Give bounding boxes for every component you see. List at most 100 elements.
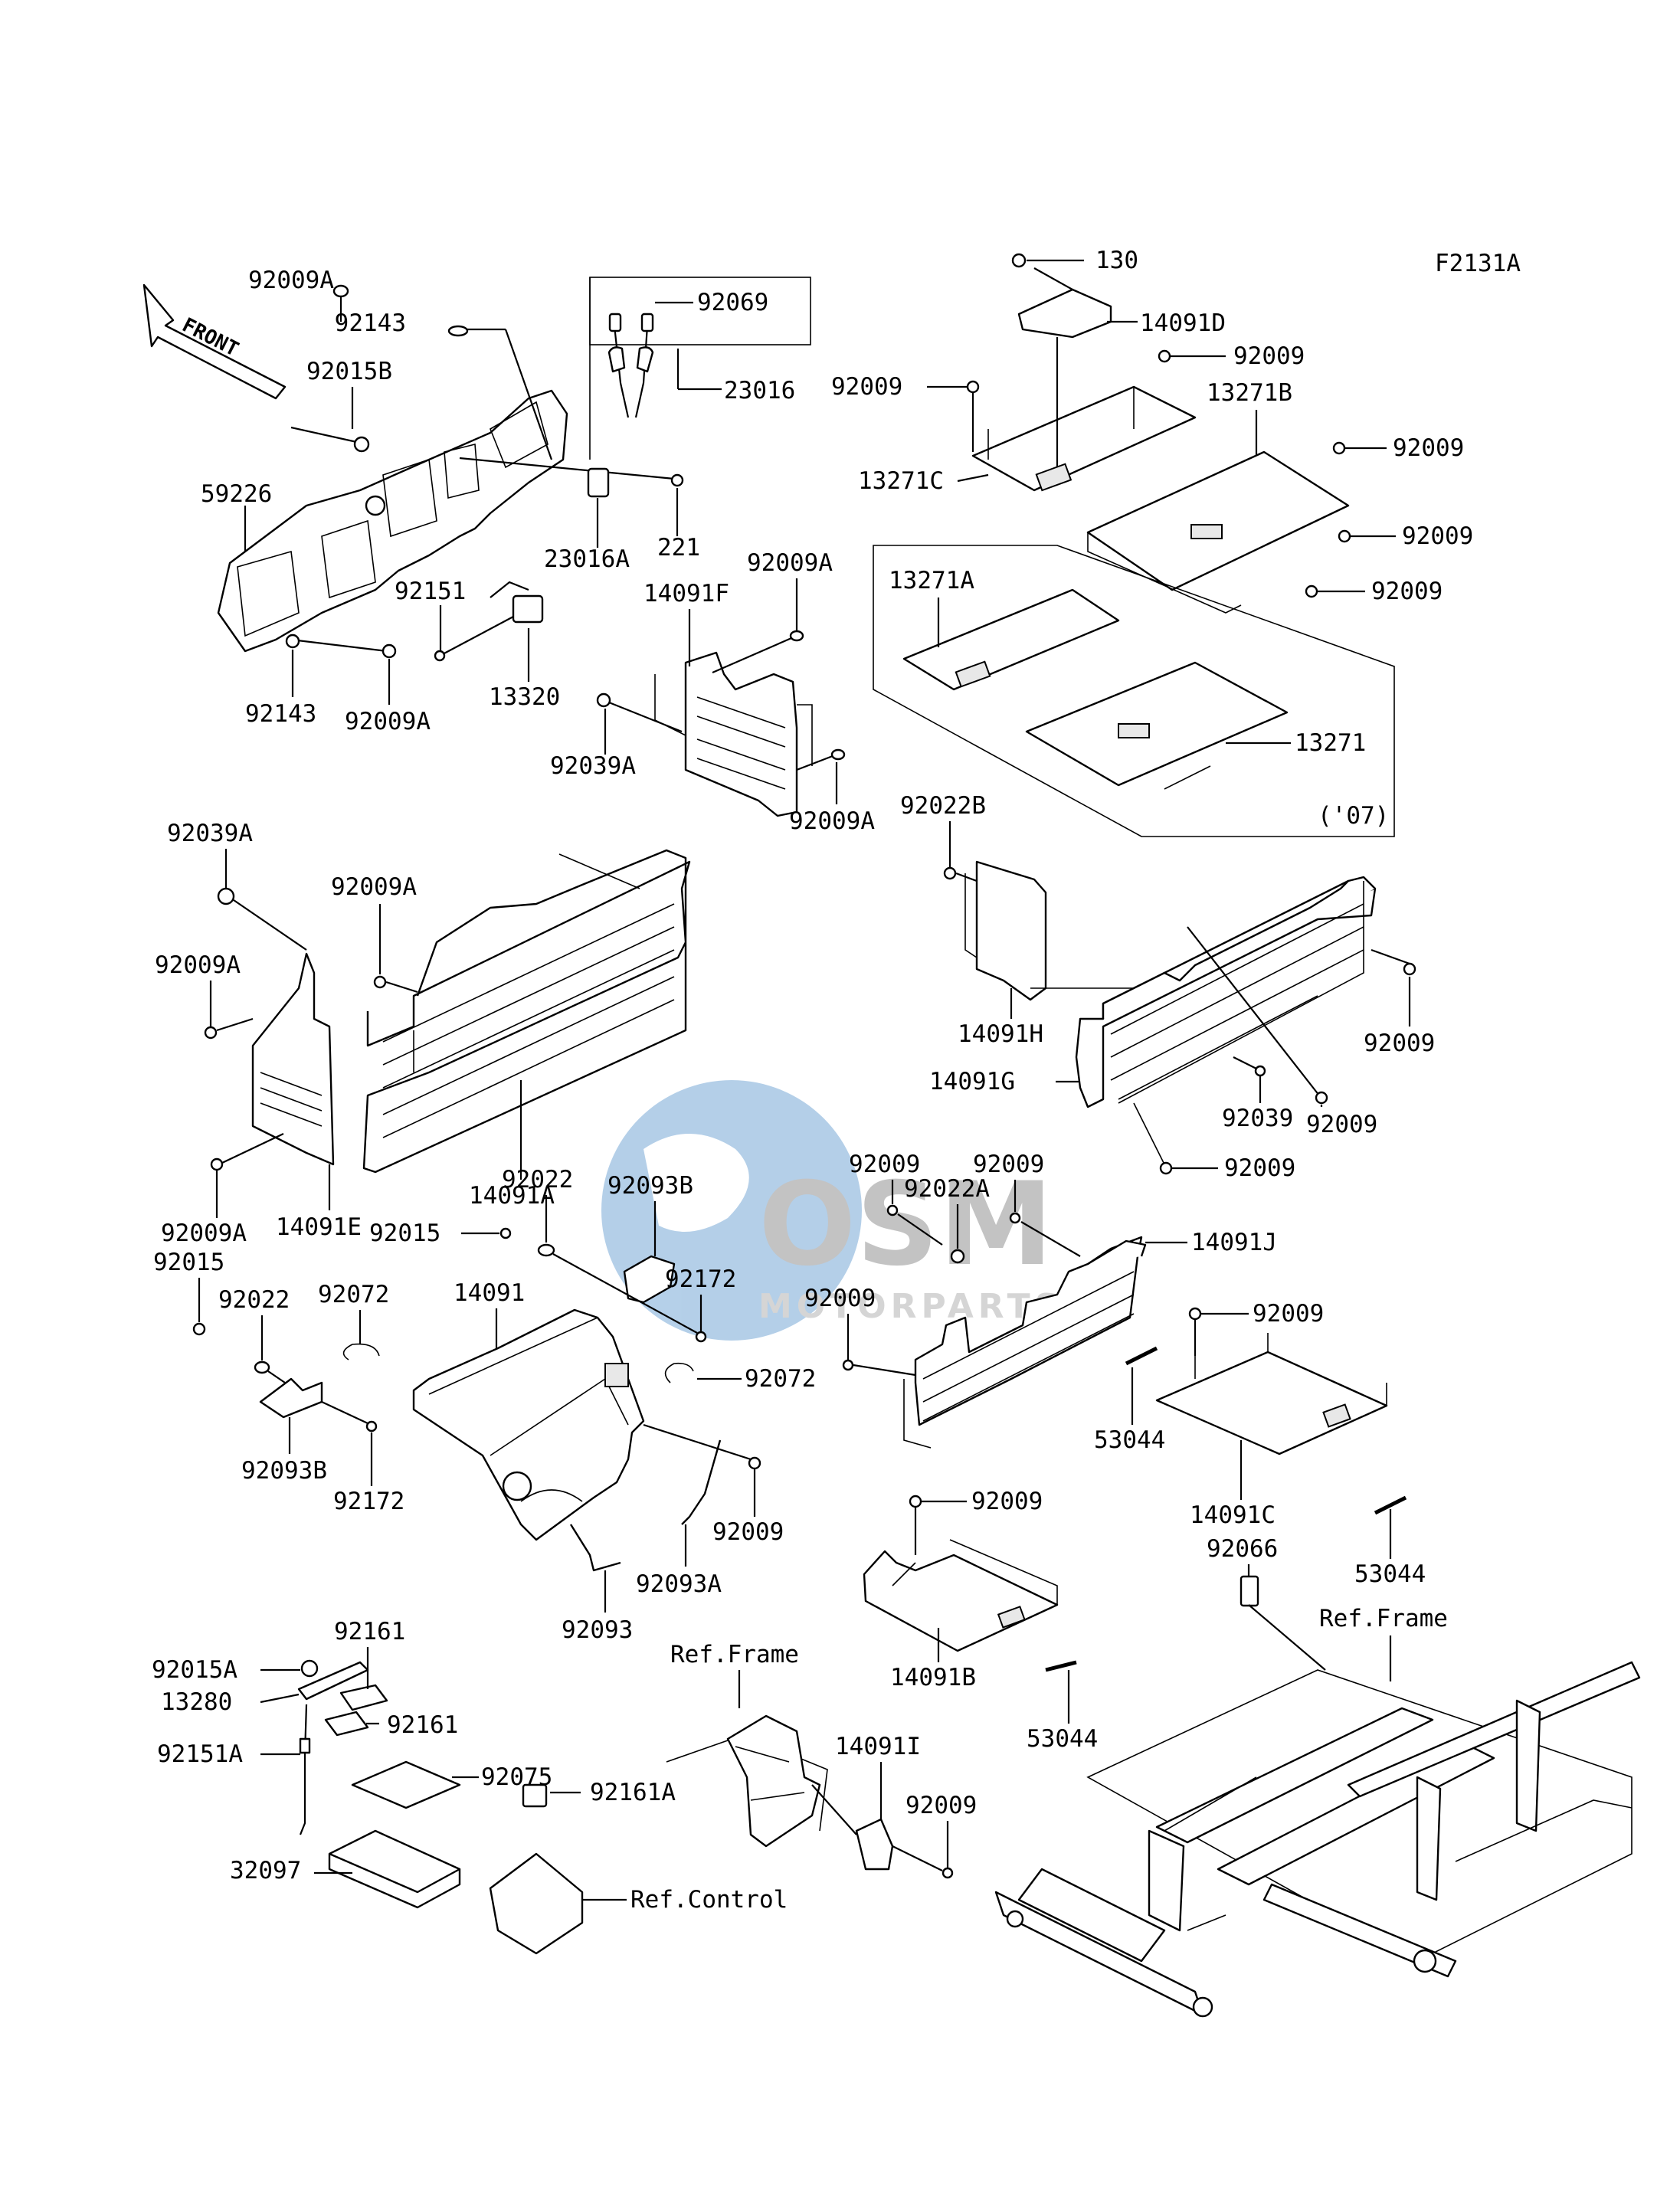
callout: 92093B [241,1457,327,1485]
panel-14091A [362,849,691,1174]
callout: 14091E [276,1213,362,1241]
bracket-92093B [623,1255,676,1304]
strip-53044 [1374,1495,1407,1515]
frame-section [666,1714,828,1848]
tray-32097 [328,1829,461,1909]
callout: 92093 [562,1616,633,1644]
floor-plate-13271 [1025,661,1289,790]
bolt-icon [670,473,684,487]
callout: 92066 [1207,1535,1278,1563]
bolt-icon [695,1331,707,1343]
bolt-icon [373,975,387,989]
bolt-icon [886,1204,899,1216]
bolt-icon [942,1867,954,1879]
callout: 92072 [318,1281,389,1308]
chassis-frame [994,1661,1641,2018]
bolt-icon [1011,253,1027,268]
bulb-icon [608,313,622,332]
callout: 92161A [590,1779,676,1806]
callout: 221 [657,534,700,562]
figure-code: F2131A [1435,250,1521,277]
callout: 92009A [747,549,833,577]
washer-icon [943,866,957,880]
front-arrow-icon: FRONT [142,283,287,400]
panel-14091G [1075,876,1377,1108]
bolt-icon [1188,1307,1202,1321]
relay-92161A [522,1783,548,1808]
callout: 92015A [152,1656,237,1684]
bolt-icon [365,1420,378,1432]
callout: 130 [1095,247,1138,274]
watermark-sub: MOTORPARTS [758,1287,1063,1326]
callout: 92151 [395,578,466,605]
connector-23016A [587,467,610,498]
callout: 92009 [804,1285,876,1312]
callout: 92143 [335,309,406,337]
watermark-brand: OSM [758,1158,1053,1292]
bolt-icon [1009,1212,1021,1224]
floor-plate-13271A [902,588,1120,691]
washer-icon [254,1360,270,1374]
washer-icon [285,634,300,649]
bolt-icon [1158,349,1171,363]
callout: 53044 [1027,1725,1098,1753]
callout: 14091D [1140,309,1226,337]
rod-92093 [569,1524,621,1572]
callout: 92039 [1222,1105,1293,1132]
cover-14091D [1017,267,1112,339]
panel-14091E [251,952,335,1166]
callout: 92072 [745,1365,816,1393]
strip-53044 [1045,1660,1077,1672]
pad-92161 [339,1684,388,1711]
washer-icon [950,1249,965,1264]
callout: 59226 [201,480,272,508]
callout: 13271 [1295,729,1366,757]
callout: 92015 [153,1249,224,1276]
callout: 92022 [502,1166,573,1193]
bolt-icon [1332,441,1346,455]
clip-icon [217,887,235,905]
bolt-icon [1159,1161,1173,1175]
callout: 92172 [333,1488,404,1515]
bolt-icon [748,1456,761,1470]
plate-14091C [1155,1333,1388,1455]
callout: 92022B [900,792,986,820]
tub-14091 [412,1308,645,1541]
callout: 14091B [890,1664,976,1691]
callout: 92009A [789,807,875,835]
nut-icon [192,1322,206,1336]
dash-panel-59226 [217,389,568,653]
nut-icon [499,1227,512,1239]
callout: 92009 [1393,434,1464,462]
callout: 92009A [155,951,241,979]
pad-92161 [324,1711,369,1737]
callout: 92161 [387,1711,458,1739]
callout: 92039A [550,752,636,780]
callout: 13271B [1207,379,1292,407]
washer-icon [537,1243,555,1257]
callout: 14091J [1191,1229,1277,1256]
callout: 92009 [1224,1154,1295,1182]
bulb-icon [640,313,654,332]
callout: 92009 [973,1151,1044,1178]
callout: 53044 [1354,1560,1426,1588]
callout: 14091F [644,580,729,607]
callout: 92093B [607,1172,693,1200]
callout: 92009 [1364,1030,1435,1057]
floor-plate-13271C [971,385,1197,492]
bracket-14091I [855,1818,894,1871]
callout: 92009 [1233,342,1305,370]
callout: 14091A [469,1182,555,1210]
callout: 92069 [697,289,768,316]
bolt-icon [966,380,980,394]
clip-icon [596,692,611,708]
nut-icon [299,1737,311,1754]
bolt-icon [842,1359,854,1371]
callout: 92009A [331,873,417,901]
callout: 92015B [306,358,392,385]
callout: 92009A [345,708,431,735]
bolt-icon [1315,1091,1328,1105]
callout: 13271A [889,567,974,594]
callout: Ref.Control [630,1886,788,1914]
clip-icon [1254,1065,1266,1077]
